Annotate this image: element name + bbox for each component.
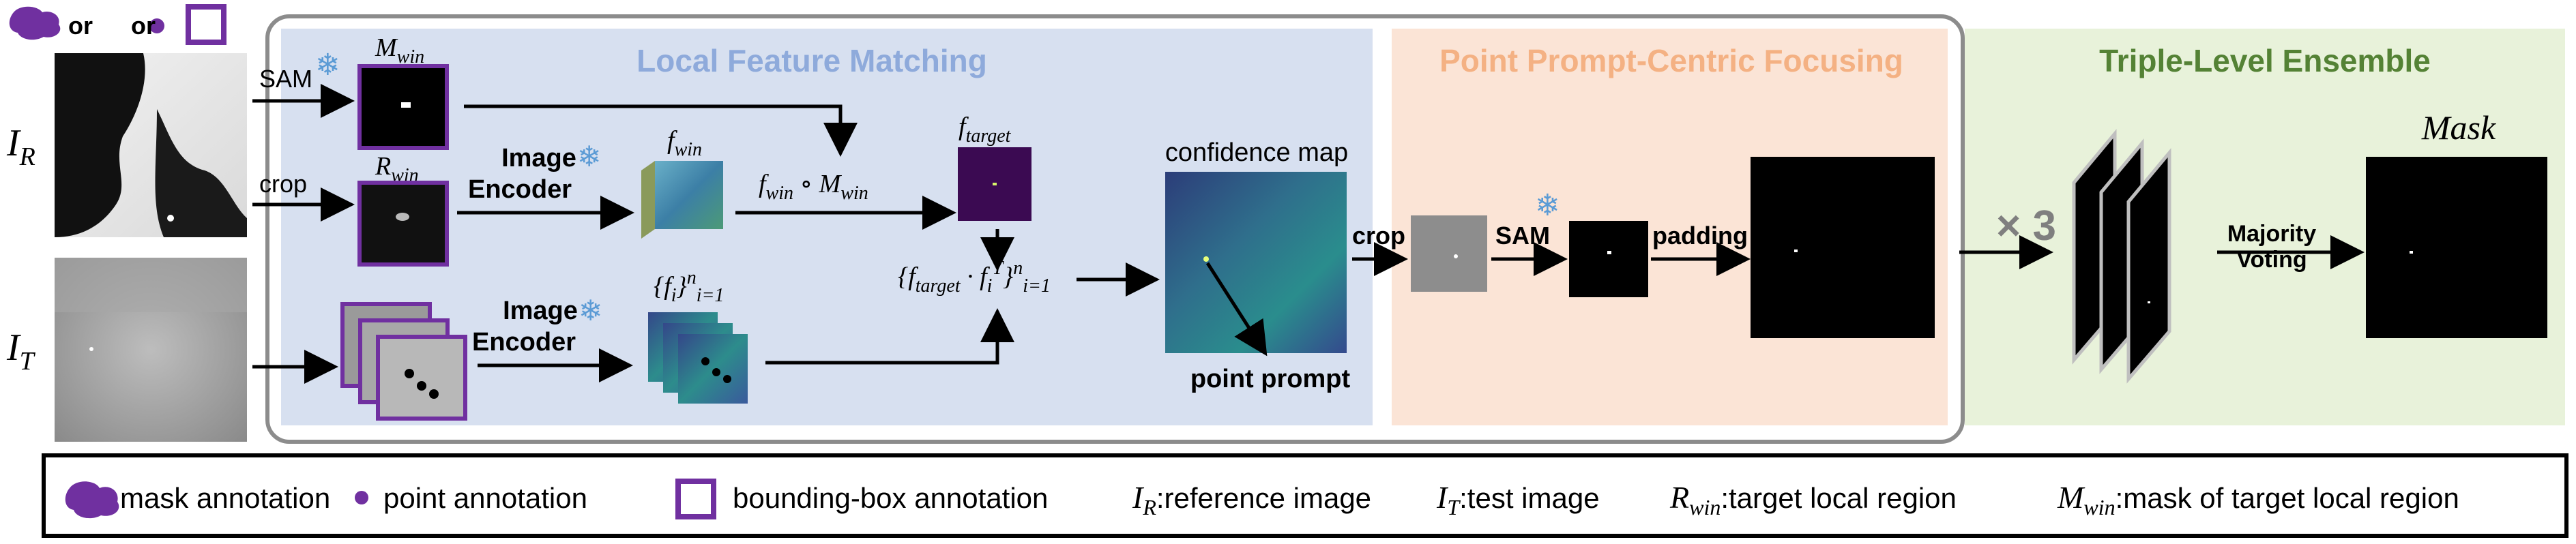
point-dot-icon [712,368,720,376]
m-win-label: Mwin [375,33,424,67]
snowflake-icon: ❄ [1535,189,1560,222]
f-win-feature-map [655,161,723,229]
point-dot-icon [355,491,368,504]
snowflake-icon: ❄ [315,48,340,82]
padded-mask-dot [1794,250,1798,252]
arrow-peak-to-point-prompt [1205,262,1268,357]
r-win-label: Rwin [375,152,419,186]
legend-it: IT:test image [1436,480,1600,519]
sam-label-2: SAM [1495,222,1550,250]
sam-output-mask [1569,221,1648,297]
point-dot-icon [417,381,426,391]
legend-ir: IR:reference image [1132,480,1371,519]
arrow-fi-to-similarity [765,308,1014,365]
crop-label-1: crop [259,170,307,198]
fwin-mwin-product-label: fwin ∘ Mwin [759,170,868,204]
r-win-box [357,181,449,267]
test-crops-stack [340,302,467,421]
or-label-2: or [131,12,156,40]
image-encoder-label-2b: Encoder [472,328,576,357]
core-modules-outline [265,14,1965,444]
legend-box [42,453,2568,538]
r-win-target [396,213,409,221]
local-feature-matching-title: Local Feature Matching [636,43,987,78]
or-label-1: or [68,12,93,40]
sam-output-dot [1607,251,1611,254]
point-prompt-focusing-title: Point Prompt-Centric Focusing [1439,43,1903,78]
f-win-label: fwin [667,126,702,160]
mask-blob-icon [9,6,61,40]
image-encoder-label-2a: Image [503,297,578,325]
fi-feature-stack [648,312,748,404]
fi-set-label: {fi}ni=1 [654,267,724,306]
image-encoder-label-1a: Image [501,144,576,172]
sam-label-1: SAM [259,65,312,93]
crop-label-2: crop [1352,222,1405,250]
image-encoder-label-1b: Encoder [468,175,572,204]
test-image-label: IT [6,327,36,376]
bounding-box-icon [186,4,226,45]
confidence-map [1165,172,1347,353]
bounding-box-icon [675,479,716,519]
point-dot-icon [701,357,709,365]
point-dot-icon [149,18,164,33]
final-mask-dot [2410,251,2413,254]
cropped-test-point [1454,254,1458,258]
legend-bbox-annotation: bounding-box annotation [733,482,1048,514]
point-prompt-label: point prompt [1190,365,1351,393]
arrow-mwin-to-product [464,104,858,157]
f-win-side [641,161,655,239]
mask-blob-icon [65,481,119,519]
legend-mask-annotation: mask annotation [120,482,330,514]
padding-label: padding [1652,222,1748,250]
reference-image-label: IR [6,122,35,171]
confidence-map-label: confidence map [1165,138,1348,167]
legend-rwin: Rwin:target local region [1669,480,1957,519]
legend-point-annotation: point annotation [383,482,587,514]
similarity-formula: {ftarget · fiT}ni=1 [898,258,1051,297]
snowflake-icon: ❄ [579,294,602,327]
times-three-label: × 3 [1996,202,2056,250]
padded-mask [1751,157,1935,338]
triple-level-ensemble-title: Triple-Level Ensemble [2099,43,2431,78]
test-image [55,258,247,442]
reference-image [55,53,247,237]
three-masks-stack [2072,129,2171,384]
final-mask [2366,157,2547,338]
majority-voting-label-1: Majority [2227,221,2316,247]
point-dot-icon [723,375,731,383]
final-mask-title: Mask [2421,108,2496,147]
snowflake-icon: ❄ [577,140,601,172]
confidence-peak [1203,256,1209,262]
legend-mwin: Mwin:mask of target local region [2057,480,2459,519]
point-dot-icon [429,389,439,399]
cropped-test-region [1411,215,1487,292]
f-target-peak [993,183,997,185]
m-win-mask-dot [401,102,411,108]
point-dot-icon [405,369,414,378]
